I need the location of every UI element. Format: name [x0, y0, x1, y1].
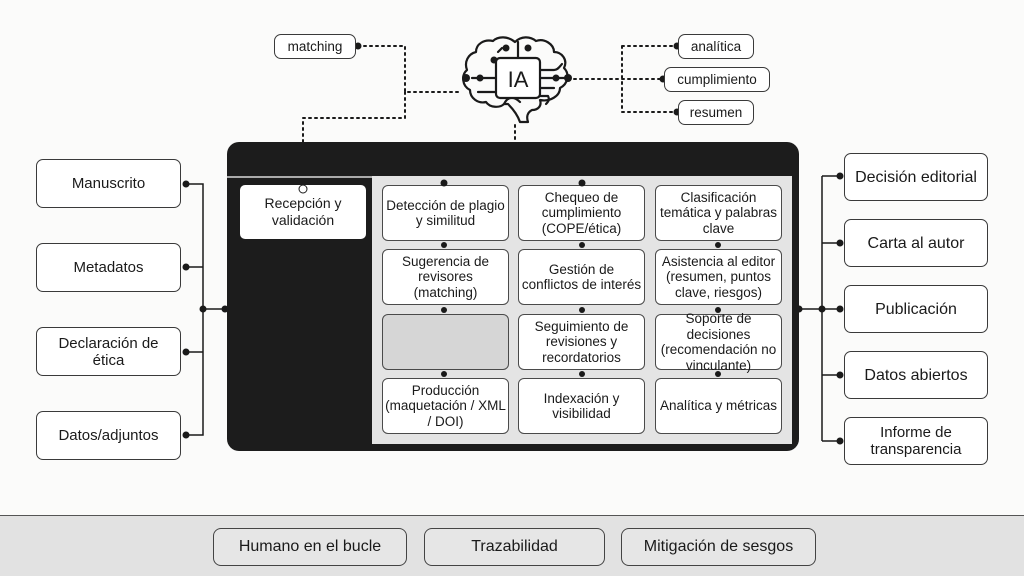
module-produccion: Producción (maquetación / XML / DOI) [382, 378, 509, 434]
tag-cumplimiento: cumplimiento [664, 67, 770, 92]
ai-label: IA [507, 67, 529, 92]
module-cumplimiento: Chequeo de cumplimiento (COPE/ética) [518, 185, 645, 241]
module-indexacion: Indexación y visibilidad [518, 378, 645, 434]
tag-resumen: resumen [678, 100, 754, 125]
input-metadatos: Metadatos [36, 243, 181, 292]
module-connectors [440, 179, 721, 377]
principle-humano-bucle: Humano en el bucle [213, 528, 407, 566]
input-bus [186, 183, 227, 436]
brain-circuit-icon [462, 36, 572, 124]
module-seguimiento: Seguimiento de revisiones y recordatorio… [518, 314, 645, 370]
panel-divider [227, 176, 372, 178]
tag-matching: matching [274, 34, 356, 59]
principle-mitigacion-sesgos: Mitigación de sesgos [621, 528, 816, 566]
output-carta-autor: Carta al autor [844, 219, 988, 267]
module-conflictos: Gestión de conflictos de interés [518, 249, 645, 305]
module-soporte-decisiones: Soporte de decisiones (recomendación no … [655, 311, 782, 373]
output-datos-abiertos: Datos abiertos [844, 351, 988, 399]
module-analitica: Analítica y métricas [655, 378, 782, 434]
output-informe-transparencia: Informe de transparencia [844, 417, 988, 465]
module-revisores: Sugerencia de revisores (matching) [382, 249, 509, 305]
intake-node [298, 184, 308, 194]
input-declaracion-etica: Declaración de ética [36, 327, 181, 376]
tag-analitica: analítica [678, 34, 754, 59]
input-manuscrito: Manuscrito [36, 159, 181, 208]
module-plagio: Detección de plagio y similitud [382, 185, 509, 241]
connector-matching-brain [357, 45, 463, 93]
connector-brain-tags [567, 45, 678, 113]
principle-trazabilidad: Trazabilidad [424, 528, 605, 566]
intake-recepcion-validacion: Recepción y validación [240, 185, 366, 239]
module-asistencia-editor: Asistencia al editor (resumen, puntos cl… [655, 249, 782, 305]
module-clasificacion: Clasificación temática y palabras clave [655, 185, 782, 241]
input-datos-adjuntos: Datos/adjuntos [36, 411, 181, 460]
module-empty [382, 314, 509, 370]
output-decision-editorial: Decisión editorial [844, 153, 988, 201]
output-publicacion: Publicación [844, 285, 988, 333]
